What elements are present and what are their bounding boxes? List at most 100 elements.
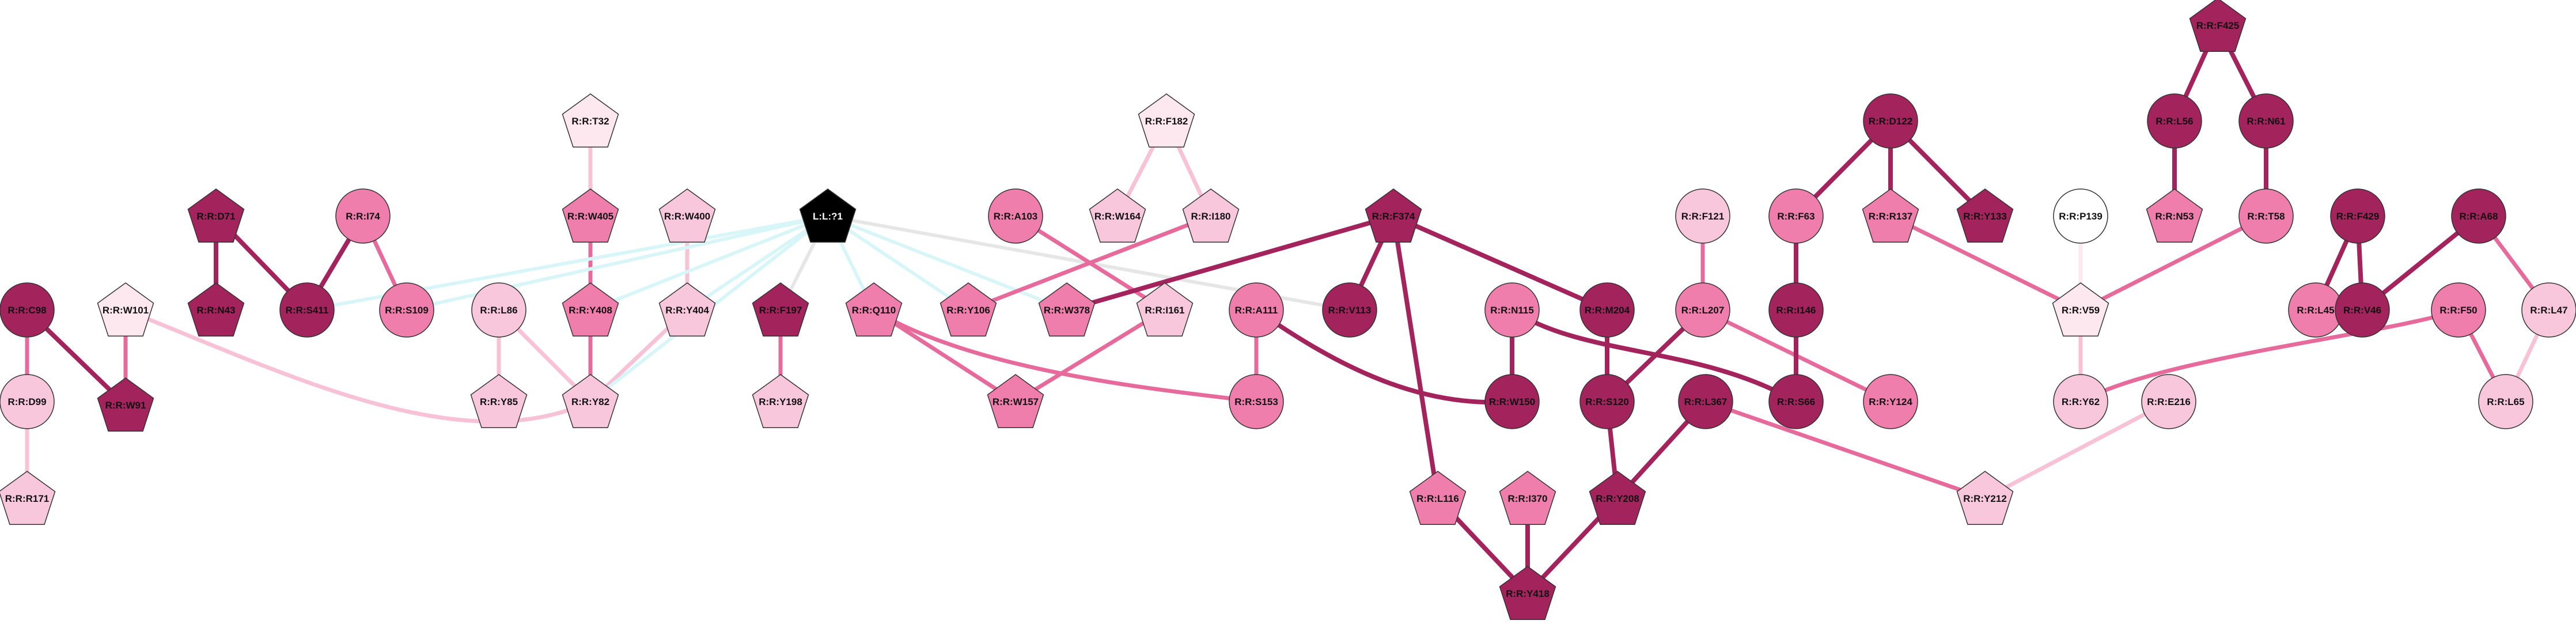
node-w400[interactable]: R:R:W400	[658, 188, 716, 243]
node-l71[interactable]: L:L:?1	[799, 188, 857, 243]
node-shape	[562, 374, 619, 429]
node-d71[interactable]: R:R:D71	[187, 188, 245, 243]
node-n43[interactable]: R:R:N43	[187, 282, 245, 337]
node-f50[interactable]: R:R:F50	[2431, 282, 2486, 338]
node-label: R:R:L86	[480, 305, 517, 316]
node-y62[interactable]: R:R:Y62	[2053, 374, 2108, 429]
node-i161[interactable]: R:R:I161	[1136, 282, 1194, 337]
node-label: R:R:L116	[1416, 493, 1459, 504]
node-q110[interactable]: R:R:Q110	[845, 282, 903, 337]
node-f63[interactable]: R:R:F63	[1768, 188, 1824, 244]
node-y106[interactable]: R:R:Y106	[940, 282, 997, 337]
node-label: R:R:T58	[2247, 211, 2285, 222]
node-t32[interactable]: R:R:T32	[562, 93, 619, 148]
node-label: R:R:L367	[1684, 396, 1728, 407]
node-shape	[988, 188, 1043, 244]
node-shape	[1089, 188, 1146, 243]
node-label: R:R:N53	[2155, 211, 2194, 222]
node-v59[interactable]: R:R:V59	[2052, 282, 2109, 337]
node-r137[interactable]: R:R:R137	[1862, 188, 1919, 243]
node-y208[interactable]: R:R:Y208	[1589, 471, 1646, 525]
node-shape	[2521, 282, 2576, 338]
node-i146[interactable]: R:R:I146	[1768, 282, 1824, 338]
node-s109[interactable]: R:R:S109	[379, 282, 434, 338]
node-shape	[0, 471, 56, 525]
node-y85[interactable]: R:R:Y85	[470, 374, 528, 429]
node-y82[interactable]: R:R:Y82	[562, 374, 619, 429]
node-v113[interactable]: R:R:V113	[1322, 282, 1377, 338]
node-y212[interactable]: R:R:Y212	[1956, 471, 2014, 525]
node-shape	[1484, 282, 1540, 338]
node-shape	[97, 377, 154, 432]
node-f374[interactable]: R:R:F374	[1365, 188, 1422, 243]
node-shape	[1862, 188, 1919, 243]
node-n53[interactable]: R:R:N53	[2146, 188, 2203, 243]
node-t58[interactable]: R:R:T58	[2238, 188, 2294, 244]
node-m204[interactable]: R:R:M204	[1579, 282, 1635, 338]
node-label: R:R:F121	[1681, 211, 1725, 222]
node-label: R:R:Y124	[1869, 396, 1912, 407]
node-y408[interactable]: R:R:Y408	[562, 282, 619, 337]
node-w378[interactable]: R:R:W378	[1038, 282, 1096, 337]
edge-l71-y106	[826, 214, 970, 312]
node-w157[interactable]: R:R:W157	[987, 374, 1044, 429]
node-y418[interactable]: R:R:Y418	[1499, 566, 1556, 621]
node-a68[interactable]: R:R:A68	[2451, 188, 2506, 244]
edge-w101-y82	[123, 308, 593, 423]
edge-n115-s66	[1510, 308, 1798, 404]
node-w91[interactable]: R:R:W91	[97, 377, 154, 432]
node-p139[interactable]: R:R:P139	[2053, 188, 2108, 244]
node-shape	[562, 188, 619, 243]
node-shape	[562, 93, 619, 148]
node-f425[interactable]: R:R:F425	[2189, 0, 2247, 52]
node-a103[interactable]: R:R:A103	[988, 188, 1043, 244]
edge-l71-w378	[826, 214, 1069, 312]
node-n61[interactable]: R:R:N61	[2238, 93, 2294, 149]
node-label: L:L:?1	[813, 211, 843, 222]
node-l65[interactable]: R:R:L65	[2478, 374, 2533, 429]
node-l207[interactable]: R:R:L207	[1675, 282, 1730, 338]
node-y133[interactable]: R:R:Y133	[1956, 188, 2014, 243]
node-label: R:R:D122	[1869, 116, 1913, 127]
node-s120[interactable]: R:R:S120	[1579, 374, 1635, 429]
node-l116[interactable]: R:R:L116	[1409, 471, 1467, 525]
node-w405[interactable]: R:R:W405	[562, 188, 619, 243]
node-s153[interactable]: R:R:S153	[1229, 374, 1284, 429]
node-i370[interactable]: R:R:I370	[1499, 471, 1556, 525]
node-w150[interactable]: R:R:W150	[1484, 374, 1540, 429]
node-n115[interactable]: R:R:N115	[1484, 282, 1540, 338]
node-e216[interactable]: R:R:E216	[2141, 374, 2196, 429]
node-y198[interactable]: R:R:Y198	[752, 374, 809, 429]
node-v46[interactable]: R:R:V46	[2335, 282, 2390, 338]
node-label: R:R:D71	[196, 211, 235, 222]
node-i74[interactable]: R:R:I74	[335, 188, 391, 244]
node-y124[interactable]: R:R:Y124	[1863, 374, 1918, 429]
node-f121[interactable]: R:R:F121	[1675, 188, 1730, 244]
node-s411[interactable]: R:R:S411	[279, 282, 335, 338]
node-r171[interactable]: R:R:R171	[0, 471, 56, 525]
node-i180[interactable]: R:R:I180	[1182, 188, 1240, 243]
node-shape	[379, 282, 434, 338]
node-label: R:R:A68	[2459, 211, 2498, 222]
node-shape	[2431, 282, 2486, 338]
node-l45[interactable]: R:R:L45	[2288, 282, 2343, 338]
node-shape	[1365, 188, 1422, 243]
node-y404[interactable]: R:R:Y404	[658, 282, 716, 337]
node-f429[interactable]: R:R:F429	[2330, 188, 2385, 244]
node-shape	[1863, 374, 1918, 429]
node-f182[interactable]: R:R:F182	[1138, 93, 1195, 148]
node-w101[interactable]: R:R:W101	[97, 282, 154, 337]
node-l47[interactable]: R:R:L47	[2521, 282, 2576, 338]
node-l86[interactable]: R:R:L86	[471, 282, 526, 338]
node-d99[interactable]: R:R:D99	[0, 374, 55, 429]
node-c98[interactable]: R:R:C98	[0, 282, 55, 338]
node-f197[interactable]: R:R:F197	[752, 282, 809, 337]
node-label: R:R:S120	[1585, 396, 1629, 407]
node-d122[interactable]: R:R:D122	[1863, 93, 1918, 149]
node-l367[interactable]: R:R:L367	[1678, 374, 1733, 429]
node-l56[interactable]: R:R:L56	[2147, 93, 2202, 149]
node-s66[interactable]: R:R:S66	[1768, 374, 1824, 429]
node-w164[interactable]: R:R:W164	[1089, 188, 1146, 243]
node-a111[interactable]: R:R:A111	[1229, 282, 1284, 338]
